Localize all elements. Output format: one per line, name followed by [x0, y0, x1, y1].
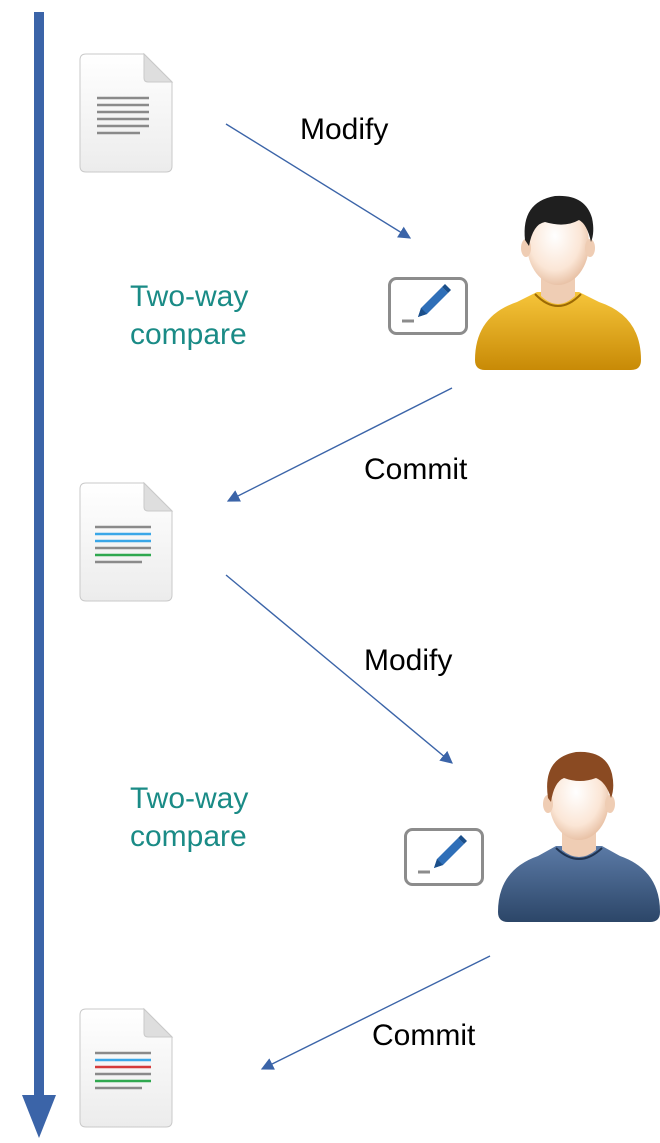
user-avatar-icon: [475, 195, 641, 370]
commit-label: Commit: [364, 453, 468, 486]
commit-arrow: [260, 955, 491, 1070]
timeline-arrowhead: [22, 1095, 56, 1138]
timeline-arrow: [22, 12, 56, 1138]
user-avatar-icon: [498, 751, 660, 922]
commit-label: Commit: [372, 1019, 476, 1052]
connector-arrows: [225, 123, 491, 1070]
modify-label: Modify: [364, 644, 452, 677]
document-icon: [79, 1008, 173, 1128]
modify-label: Modify: [300, 113, 388, 146]
modify-arrow: [225, 123, 412, 239]
document-lines: [95, 525, 151, 564]
modify-arrow: [225, 574, 453, 764]
pencil-edit-icon: [404, 828, 484, 886]
timeline-shaft: [34, 12, 44, 1097]
two-way-compare-label: Two-way compare: [130, 280, 257, 351]
document-lines: [95, 1051, 151, 1090]
two-way-compare-label: Two-way compare: [130, 782, 257, 853]
document-icon: [79, 53, 173, 173]
document-icon: [79, 482, 173, 602]
commit-arrow: [226, 387, 453, 502]
document-lines: [97, 96, 149, 135]
pencil-edit-icon: [388, 277, 468, 335]
